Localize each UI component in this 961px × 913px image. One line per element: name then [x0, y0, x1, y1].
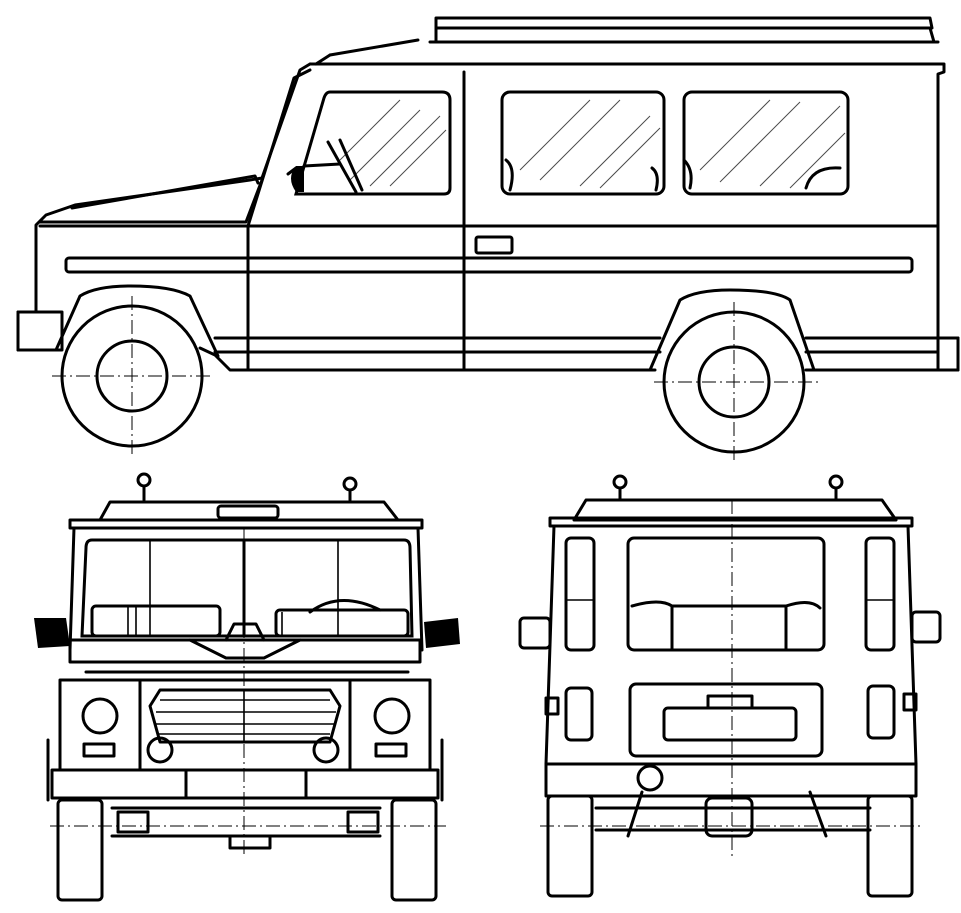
- tail-lamp-right: [866, 684, 896, 740]
- headlamp-right: [373, 697, 411, 735]
- tail-lamp-left: [564, 686, 594, 742]
- front-antenna-left: [136, 472, 152, 502]
- front-mirror-left: [34, 618, 70, 648]
- foglamp-left: [146, 736, 174, 764]
- rear-mirror-left: [518, 616, 552, 650]
- rear-mirror-right: [910, 610, 942, 644]
- front-view: [34, 472, 460, 902]
- rear-bumper: [936, 336, 960, 372]
- front-tyre-left: [56, 798, 104, 902]
- front-wheel-arch: [54, 284, 220, 358]
- rear-panel: [628, 682, 824, 758]
- windshield-side-window: [294, 90, 452, 196]
- front-mirror-right: [424, 618, 460, 648]
- side-view: [16, 16, 960, 462]
- rear-antenna-left: [612, 474, 628, 502]
- front-windshield: [80, 538, 414, 638]
- headlamp-left: [81, 697, 119, 735]
- side-stripe: [64, 256, 914, 274]
- rear-side-window-1: [500, 90, 666, 196]
- rear-window: [626, 536, 826, 652]
- front-bumper-face: [50, 768, 440, 800]
- rear-side-window-left: [564, 536, 596, 652]
- rear-wheel-arch: [648, 288, 816, 372]
- rear-tyre-right: [866, 794, 914, 898]
- rear-side-window-right: [864, 536, 896, 652]
- roof-rack: [328, 16, 940, 57]
- front-bumper: [16, 310, 64, 352]
- front-grille: [148, 688, 342, 744]
- front-wheel-side: [52, 296, 212, 456]
- rear-tyre-left: [546, 794, 594, 898]
- rear-view: [518, 474, 942, 898]
- rear-wheel-side: [654, 302, 820, 462]
- door-handle: [474, 235, 514, 255]
- front-roof-marker: [216, 504, 280, 520]
- foglamp-right: [312, 736, 340, 764]
- front-antenna-right: [342, 476, 358, 502]
- front-tyre-right: [390, 798, 438, 902]
- rear-side-window-2: [682, 90, 850, 196]
- license-plate: [662, 706, 798, 742]
- rear-antenna-right: [828, 474, 844, 502]
